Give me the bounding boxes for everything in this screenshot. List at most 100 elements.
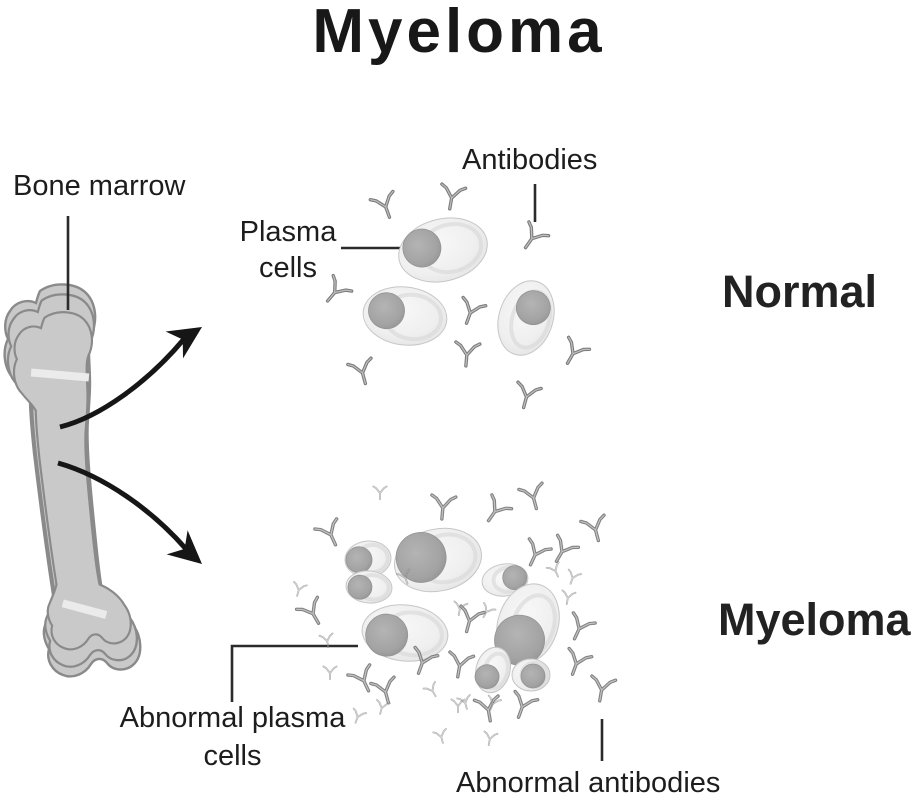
- antibody-highlight: [347, 357, 372, 385]
- abnormal-plasma-cell: [361, 604, 449, 662]
- antibody-icon: [325, 273, 354, 303]
- cell-nucleus: [494, 614, 545, 666]
- page-title: Myeloma: [312, 0, 606, 66]
- bone-illustration: [3, 283, 142, 678]
- abnormal-antibody-icon: [517, 481, 544, 511]
- cell-nucleus: [402, 228, 442, 268]
- abnormal-plasma-cell: [393, 527, 483, 593]
- cell-nucleus: [365, 613, 409, 657]
- arrowhead: [166, 530, 202, 564]
- abnormal-antibody-small-icon: [372, 485, 388, 501]
- antibody-highlight: [487, 494, 513, 522]
- arrowhead: [165, 327, 202, 359]
- abnormal-antibody-icon: [430, 493, 458, 521]
- abnormal-plasma-cell: [474, 646, 511, 694]
- cell-nucleus: [520, 663, 546, 689]
- plasma-cell: [497, 280, 555, 356]
- abnormal-antibody-small-icon: [567, 568, 583, 585]
- antibody-highlight: [423, 681, 436, 697]
- cell-nucleus: [502, 565, 528, 591]
- growth-plate-lower: [61, 599, 108, 619]
- antibody-highlight: [353, 708, 367, 724]
- abnormal-antibody-icon: [313, 517, 339, 547]
- abnormal-antibody-small-icon: [395, 568, 411, 585]
- abnormal-antibody-icon: [472, 694, 500, 723]
- antibody-highlight: [370, 676, 395, 704]
- abnormal-antibody-icon: [527, 537, 553, 567]
- antibody-highlight: [483, 602, 496, 618]
- antibody-highlight: [293, 581, 308, 597]
- abnormal-antibody-icon: [448, 650, 476, 679]
- antibody-highlight: [518, 482, 543, 510]
- myeloma-section-label: Myeloma: [718, 594, 911, 645]
- abnormal-antibody-icon: [294, 595, 321, 625]
- antibody-highlight: [296, 596, 320, 624]
- antibody-highlight: [454, 601, 468, 616]
- bone-to-cluster-arrow: [59, 337, 186, 430]
- growth-plate-upper: [30, 368, 90, 382]
- abnormal-plasma-pointer: [230, 644, 358, 702]
- antibody-highlight: [456, 694, 471, 710]
- antibody-highlight: [473, 695, 499, 722]
- bone-to-cluster-arrow: [57, 460, 188, 551]
- antibody-icon: [368, 189, 395, 219]
- antibody-highlight: [373, 486, 387, 500]
- abnormal-antibodies-label: Abnormal antibodies: [456, 767, 721, 799]
- abnormal-antibody-small-icon: [352, 707, 368, 724]
- abnormal-antibody-small-icon: [483, 730, 499, 746]
- abnormal-antibody-small-icon: [293, 581, 308, 597]
- antibody-highlight: [514, 690, 539, 718]
- antibody-icon: [461, 295, 488, 325]
- abnormal-antibody-small-icon: [376, 699, 391, 715]
- antibody-highlight: [528, 538, 552, 566]
- abnormal-antibody-small-icon: [545, 561, 560, 578]
- cell-nucleus: [347, 574, 373, 600]
- antibody-icon: [523, 220, 551, 250]
- bone-marrow-speckle: [13, 311, 132, 651]
- antibody-highlight: [517, 381, 542, 409]
- antibody-highlight: [566, 336, 590, 364]
- abnormal-plasma-cell: [344, 540, 392, 578]
- antibody-highlight: [580, 514, 605, 542]
- plasma-cell: [398, 217, 488, 283]
- abnormal-antibody-small-icon: [561, 589, 577, 605]
- antibody-highlight: [396, 569, 410, 585]
- antibody-icon: [346, 356, 373, 386]
- antibody-icon: [454, 340, 482, 368]
- abnormal-antibody-small-icon: [450, 698, 466, 714]
- abnormal-antibody-group: [293, 481, 618, 746]
- antibody-highlight: [376, 699, 391, 715]
- antibody-highlight: [591, 675, 617, 702]
- antibody-highlight: [314, 518, 338, 546]
- antibody-highlight: [488, 695, 502, 711]
- antibody-highlight: [555, 534, 579, 562]
- abnormal-plasma-cell: [481, 563, 529, 597]
- antibody-icon: [440, 182, 468, 211]
- antibody-icon: [516, 380, 543, 410]
- abnormal-plasma-cell-group: [344, 527, 560, 694]
- antibodies-label: Antibodies: [462, 144, 598, 176]
- abnormal-antibody-small-icon: [322, 665, 338, 681]
- abnormal-antibody-small-icon: [456, 694, 471, 710]
- normal-antibody-group: [325, 182, 592, 410]
- abnormal-antibody-icon: [369, 675, 396, 705]
- plasma-cell: [362, 286, 448, 346]
- antibody-highlight: [449, 651, 475, 678]
- antibody-highlight: [323, 666, 337, 680]
- antibody-highlight: [347, 664, 371, 692]
- cell-nucleus: [515, 290, 551, 326]
- antibody-highlight: [562, 590, 576, 605]
- antibody-highlight: [462, 296, 487, 324]
- abnormal-antibody-small-icon: [453, 600, 469, 616]
- antibody-highlight: [572, 612, 596, 640]
- abnormal-antibody-small-icon: [482, 602, 497, 619]
- antibody-highlight: [546, 561, 559, 577]
- antibody-highlight: [451, 699, 465, 713]
- abnormal-antibody-icon: [413, 645, 440, 675]
- abnormal-antibody-icon: [486, 493, 514, 523]
- antibody-highlight: [327, 275, 353, 302]
- abnormal-plasma-cells-label: Abnormal plasma cells: [119, 702, 346, 772]
- abnormal-antibody-icon: [513, 689, 540, 719]
